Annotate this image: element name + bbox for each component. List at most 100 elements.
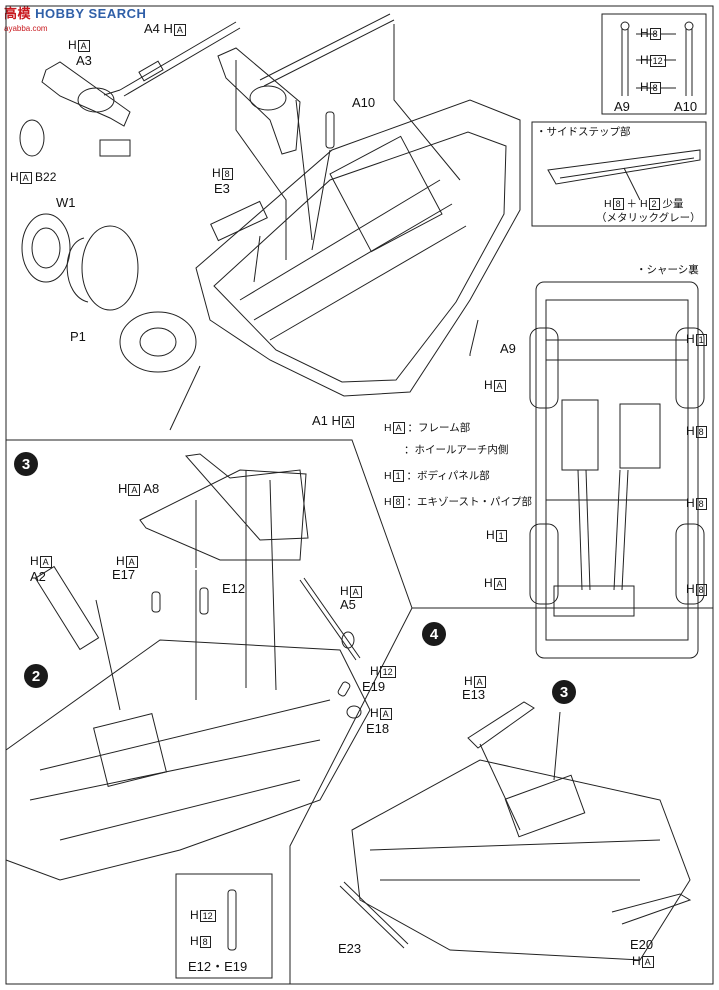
side-step-mix-amount: 少量 bbox=[662, 198, 684, 210]
color-code-8: 8 bbox=[199, 936, 211, 948]
color-code-a: A bbox=[392, 422, 405, 434]
part-a5-label: A5 bbox=[340, 597, 356, 612]
inset-e12-e19 bbox=[175, 873, 273, 979]
color-code-8: 8 bbox=[695, 498, 707, 510]
h-code: H bbox=[464, 674, 473, 688]
part-b22: B22 bbox=[35, 170, 57, 184]
part-w1-label: W1 bbox=[56, 195, 76, 210]
color-code-a: A bbox=[379, 708, 392, 720]
h-code: H bbox=[640, 26, 649, 40]
h-code: H bbox=[190, 934, 199, 948]
part-a8: A8 bbox=[143, 481, 160, 496]
h-code: H bbox=[116, 554, 125, 568]
part-e20-label: E20 bbox=[630, 937, 654, 952]
part-a9-label: A9 bbox=[500, 341, 516, 356]
h-code: H bbox=[640, 53, 649, 67]
legend-exhaust-text: ：エキゾースト・パイプ部 bbox=[406, 496, 533, 508]
watermark-glyph-2: 模 bbox=[17, 6, 32, 21]
h-code: H bbox=[370, 664, 379, 678]
inset-e12-e19-label: E12・E19 bbox=[188, 959, 248, 974]
part-a3-label: A3 bbox=[76, 53, 92, 68]
legend-body-text: ：ボディパネル部 bbox=[406, 470, 490, 482]
inset-a9-a10 bbox=[601, 13, 707, 115]
color-code-a: A bbox=[641, 956, 654, 968]
step-2-badge: 2 bbox=[24, 664, 48, 688]
h-code: H bbox=[331, 413, 341, 428]
color-code-a: A bbox=[128, 484, 141, 496]
plus-sign: ＋ bbox=[626, 198, 638, 210]
page-border bbox=[5, 5, 714, 985]
watermark-glyph-1: 高 bbox=[4, 6, 18, 21]
color-code-8: 8 bbox=[612, 198, 624, 210]
color-code-a: A bbox=[173, 24, 186, 36]
h-code: H bbox=[118, 481, 128, 496]
divider-bottom bbox=[289, 607, 413, 984]
color-code-8: 8 bbox=[649, 28, 661, 40]
color-code-1: 1 bbox=[495, 530, 507, 542]
color-code-12: 12 bbox=[649, 55, 666, 67]
color-code-a: A bbox=[39, 556, 52, 568]
chassis-outline bbox=[535, 281, 699, 659]
inset-a9-label: A9 bbox=[614, 99, 630, 114]
step-3b-badge: 3 bbox=[552, 680, 576, 704]
h-code: H bbox=[686, 582, 695, 596]
part-a1: A1 bbox=[312, 413, 328, 428]
legend-frame-text: ：フレーム部 bbox=[407, 422, 471, 434]
color-code-a: A bbox=[349, 586, 362, 598]
part-e17-label: E17 bbox=[112, 567, 136, 582]
h-code: H bbox=[686, 496, 695, 510]
h-code: H bbox=[384, 422, 392, 434]
part-a4: A4 bbox=[144, 21, 160, 36]
h-code: H bbox=[163, 21, 173, 36]
part-e23-label: E23 bbox=[338, 941, 362, 956]
watermark: 高模 HOBBY SEARCH bbox=[4, 3, 146, 22]
side-step-title: ・サイドステップ部 bbox=[536, 126, 631, 138]
color-code-8: 8 bbox=[695, 584, 707, 596]
watermark-text: HOBBY SEARCH bbox=[35, 6, 147, 21]
part-e18-label: E18 bbox=[366, 721, 390, 736]
h-code: H bbox=[639, 198, 648, 210]
color-code-a: A bbox=[77, 40, 90, 52]
color-code-a: A bbox=[19, 172, 32, 184]
inset-side-step bbox=[531, 121, 707, 227]
h-code: H bbox=[484, 576, 493, 590]
h-code: H bbox=[632, 954, 641, 968]
step-4-badge: 4 bbox=[422, 622, 446, 646]
side-step-color: （メタリックグレー） bbox=[596, 212, 701, 224]
color-code-12: 12 bbox=[199, 910, 216, 922]
step-3-badge: 3 bbox=[14, 452, 38, 476]
divider-top bbox=[6, 439, 713, 609]
color-code-a: A bbox=[125, 556, 138, 568]
color-code-1: 1 bbox=[392, 470, 404, 482]
chassis-back-title: ・シャーシ裏 bbox=[636, 264, 699, 276]
h-code: H bbox=[212, 166, 221, 180]
part-e13-label: E13 bbox=[462, 687, 486, 702]
color-code-8: 8 bbox=[649, 82, 661, 94]
color-code-a: A bbox=[493, 578, 506, 590]
h-code: H bbox=[686, 424, 695, 438]
h-code: H bbox=[486, 528, 495, 542]
h-code: H bbox=[10, 170, 19, 184]
